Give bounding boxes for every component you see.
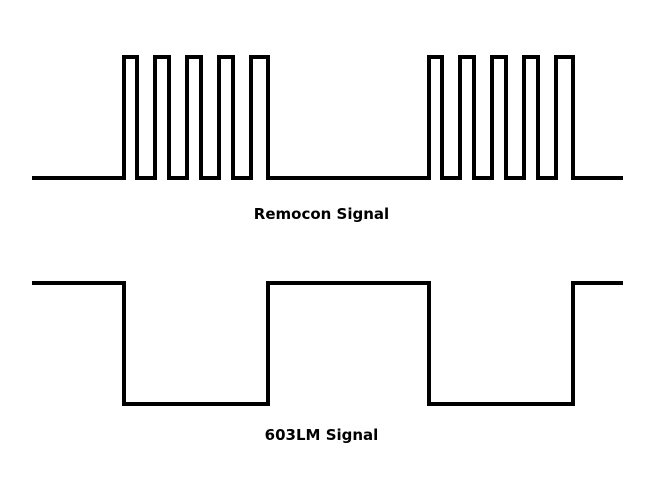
remocon-signal-label: Remocon Signal	[253, 205, 390, 223]
603lm-signal-waveform	[32, 281, 623, 406]
remocon-signal-waveform	[32, 55, 623, 180]
603lm-signal-label: 603LM Signal	[264, 426, 379, 444]
